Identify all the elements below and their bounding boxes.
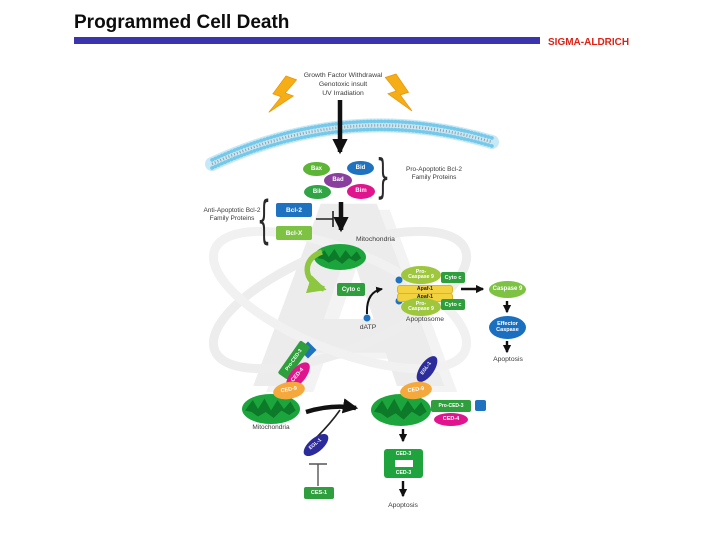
brand-logo: SIGMA-ALDRICH — [548, 37, 630, 48]
protein-bim: Bim — [347, 184, 375, 199]
apoptosome-dot — [395, 276, 403, 284]
cell-membrane — [205, 118, 499, 171]
protein-bcl2: Bcl-2 — [276, 203, 312, 217]
protein-pro-caspase9: Pro- Caspase 9 — [401, 266, 441, 284]
mitochondria-icon — [371, 394, 431, 426]
anti-apoptotic-group-label: Anti-Apoptotic Bcl-2 Family Proteins — [203, 207, 261, 223]
page-title: Programmed Cell Death — [74, 12, 290, 33]
mitochondria-label: Mitochondria — [356, 236, 395, 243]
protein-effector-caspase: Effector Caspase — [489, 316, 526, 339]
protein-cytoc: Cyto c — [337, 283, 365, 296]
ced3-active-site — [394, 460, 413, 467]
protein-pro-ced3: Pro-CED-3 — [431, 400, 471, 412]
brace-left-icon: { — [257, 193, 271, 251]
protein-ced3: CED-3 — [395, 451, 412, 457]
brace-right-icon: } — [376, 152, 390, 206]
mitochondria-icon — [314, 244, 366, 270]
protein-pro-caspase9: Pro- Caspase 9 — [401, 298, 441, 316]
stimuli-label: Growth Factor Withdrawal Genotoxic insul… — [303, 72, 383, 97]
protein-cytoc: Cyto c — [441, 272, 465, 283]
apoptosome-label: Apoptosome — [405, 316, 445, 323]
pro-apoptotic-group-label: Pro-Apoptotic Bcl-2 Family Proteins — [406, 166, 462, 182]
blue-square-icon — [475, 400, 486, 411]
ced3-complex: CED-3 CED-3 — [384, 449, 423, 478]
protein-ces1: CES-1 — [304, 487, 334, 499]
datp-dot — [363, 314, 371, 322]
protein-caspase9: Caspase 9 — [489, 281, 526, 298]
lightning-bolt-icon — [268, 75, 298, 113]
apoptosis-label: Apoptosis — [493, 356, 523, 363]
protein-bclx: Bcl-X — [276, 226, 312, 240]
inhibition-tbar-ces1 — [309, 463, 327, 486]
apoptosis-label: Apoptosis — [388, 502, 418, 509]
inhibition-tbar-bcl2 — [316, 211, 334, 227]
protein-bid: Bid — [347, 161, 374, 175]
mitochondria-label: Mitochondria — [252, 424, 290, 431]
accent-bar — [74, 37, 540, 44]
protein-bax: Bax — [303, 162, 330, 176]
mitochondria-icon — [242, 394, 300, 424]
datp-label: dATP — [359, 324, 377, 331]
arrow-cytoc-release — [304, 249, 327, 294]
protein-cytoc: Cyto c — [441, 299, 465, 310]
arrow-datp-to-apoptosome — [365, 286, 383, 315]
protein-ced4: CED-4 — [434, 413, 468, 426]
protein-ced3: CED-3 — [395, 470, 412, 476]
protein-bik: Bik — [304, 185, 331, 199]
protein-bad: Bad — [324, 173, 352, 188]
arrow-complex-transition — [305, 398, 359, 415]
lightning-bolt-icon — [384, 73, 413, 112]
